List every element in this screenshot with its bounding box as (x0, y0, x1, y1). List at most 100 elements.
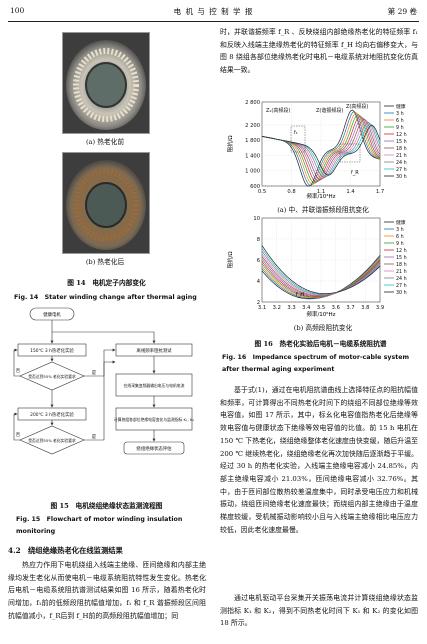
x-tick-label: 3.5 (317, 305, 325, 311)
flow-decision2: 是否达到55% 老化实验要求 (28, 438, 76, 443)
x-tick-label: 1.7 (376, 189, 384, 195)
right-paragraph-3: 通过电机驱动平台采集开关振荡电流并计算绕组绝缘状态监测指标 K₁ 和 K₂，得到… (220, 594, 418, 628)
legend-entry: 健康 (396, 219, 406, 226)
fig14-caption-cn: 图 14 电机定子内部变化 (67, 279, 146, 287)
x-tick-label: 3.9 (376, 305, 384, 311)
x-tick-label: 3.7 (346, 305, 354, 311)
x-tick-label: 3.4 (302, 305, 311, 311)
chart-b-xlabel: 频率/10⁶Hz (306, 310, 335, 318)
stator-photo-before (62, 32, 150, 134)
legend-entry: 12 h (396, 132, 407, 138)
legend-entry: 9 h (396, 241, 404, 247)
legend-entry: 27 h (396, 167, 407, 173)
x-tick-label: 0.8 (287, 189, 295, 195)
chart-b: 3.1 3.2 3.3 3.4 3.5 3.6 3.7 3.8 3.9 2 4 6 8 10 阻抗/Ω 频… (226, 216, 407, 318)
left-paragraph: 热应力作用下电机绕组入线端主绝缘、匝间绝缘和内部主绝缘均发生老化从而使电机－电缆… (8, 561, 206, 620)
fig15-caption-en: Fig. 15 Flowchart of motor winding insul… (16, 516, 183, 535)
x-tick-label: 3.1 (258, 305, 266, 311)
legend-entry: 30 h (396, 290, 407, 296)
fig14-sub-b: (b) 热老化后 (85, 258, 125, 266)
legend-entry: 9 h (396, 125, 404, 131)
fig16-caption-cn: 图 16 热老化实验后电机－电缆系统阻抗谱 (254, 340, 387, 348)
y-tick-label: 2 200 (245, 123, 260, 129)
fig16-sub-a: (a) 中、并联谐振频段阻抗变化 (277, 206, 369, 214)
journal-name: 电 机 与 控 制 学 报 (173, 7, 254, 16)
fig14-caption-en: Fig. 14 Stater winding change after ther… (14, 294, 197, 301)
series-line (261, 124, 381, 176)
series-line (261, 259, 381, 298)
chart-a-annot-f1: f₁ (294, 130, 298, 136)
x-tick-label: 3.3 (287, 305, 295, 311)
right-paragraph-2: 基于式(1)，通过在电机阻抗谱曲线上选择特征点的阻抗幅值和频率，可计算得出不同热… (220, 386, 418, 534)
chart-a-annot-z1: Z₁(高频段) (266, 107, 290, 114)
series-line (261, 253, 381, 296)
series-line (261, 258, 381, 297)
x-tick-label: 3.6 (332, 305, 340, 311)
legend-entry: 30 h (396, 174, 407, 180)
legend-entry: 6 h (396, 118, 404, 124)
flow-calc-index: 计算绕组各部位绝缘电容变化与监测指标 K₁, K₂ (114, 417, 194, 422)
flow-online-capture: 在线采集变频器输出电压与电机电流 (124, 383, 185, 388)
legend-entry: 15 h (396, 139, 407, 145)
chart-b-annot-fh: f_H (296, 292, 304, 298)
section-title: 4.2 绕组绝缘热老化在线监测结果 (8, 546, 123, 555)
legend-entry: 21 h (396, 153, 407, 159)
fig14-sub-a: (a) 热老化前 (85, 138, 125, 146)
x-tick-label: 3.8 (361, 305, 369, 311)
fig16-sub-b: (b) 高频段阻抗变化 (293, 324, 353, 332)
legend-entry: 18 h (396, 262, 407, 268)
chart-a-annot-zres: Z(谐振频段) (316, 107, 343, 114)
chart-b-ylabel: 阻抗/Ω (226, 251, 234, 268)
flow-step2: 200℃ 3 h热老化实验 (30, 411, 74, 418)
y-tick-label: 6 (257, 258, 260, 264)
legend-entry: 15 h (396, 255, 407, 261)
flow-yes-2: 是 (92, 434, 97, 440)
x-tick-label: 3.2 (273, 305, 281, 311)
y-tick-label: 1 800 (245, 138, 260, 144)
legend-entry: 3 h (396, 227, 404, 233)
series-line (261, 250, 381, 296)
flowchart: 健康电机 150℃ 3 h热老化实验 是否达到55% 老化实验要求 200℃ 3… (13, 307, 194, 455)
legend-entry: 6 h (396, 234, 404, 240)
volume-label: 第 29 卷 (387, 7, 417, 16)
flow-yes-1: 是 (92, 370, 97, 376)
y-tick-label: 4 (257, 279, 261, 285)
legend-entry: 12 h (396, 248, 407, 254)
legend-entry: 24 h (396, 276, 407, 282)
y-tick-label: 600 (250, 184, 260, 190)
y-tick-label: 10 (253, 216, 260, 222)
y-tick-label: 2 (257, 300, 260, 306)
series-line (261, 245, 381, 294)
flow-start: 健康电机 (43, 311, 61, 318)
x-tick-label: 1.4 (346, 189, 355, 195)
header-rule (8, 21, 419, 22)
fig15-caption-cn: 图 15 电机绕组绝缘状态监测流程图 (50, 502, 163, 510)
series-line (261, 256, 381, 297)
right-paragraph-1: 时，并联谐振频率 f_R 、反映绕组内部绝缘热老化的特征频率 f₁ 和反映入线端… (220, 28, 418, 75)
y-tick-label: 8 (257, 237, 260, 243)
legend-entry: 24 h (396, 160, 407, 166)
y-tick-label: 1 400 (245, 153, 260, 159)
flow-step1: 150℃ 3 h热老化实验 (30, 347, 74, 354)
fig16-caption-en: Fig. 16 Impedance spectrum of motor-cabl… (222, 354, 410, 373)
y-tick-label: 2 800 (245, 100, 260, 106)
chart-a-annot-fr: f_R (351, 170, 359, 176)
flow-evaluate: 绕组绝缘状态评估 (136, 445, 172, 452)
flow-no-1: 否 (16, 368, 21, 374)
legend-entry: 27 h (396, 283, 407, 289)
flow-decision1: 是否达到55% 老化实验要求 (28, 374, 76, 379)
series-line (261, 258, 381, 298)
stator-photo-after (62, 152, 150, 254)
flow-no-2: 否 (16, 432, 21, 438)
y-tick-label: 1 000 (245, 169, 260, 175)
chart-a-ylabel: 阻抗/Ω (226, 135, 234, 152)
legend-entry: 健康 (396, 103, 406, 110)
chart-a-annot-zh: Z(高频段) (346, 103, 368, 110)
x-tick-label: 1.1 (317, 189, 325, 195)
legend-entry: 3 h (396, 111, 404, 117)
flow-offline-test: 离线频率阻抗测试 (136, 347, 172, 354)
series-line (261, 248, 381, 295)
legend-entry: 21 h (396, 269, 407, 275)
legend-entry: 18 h (396, 146, 407, 152)
